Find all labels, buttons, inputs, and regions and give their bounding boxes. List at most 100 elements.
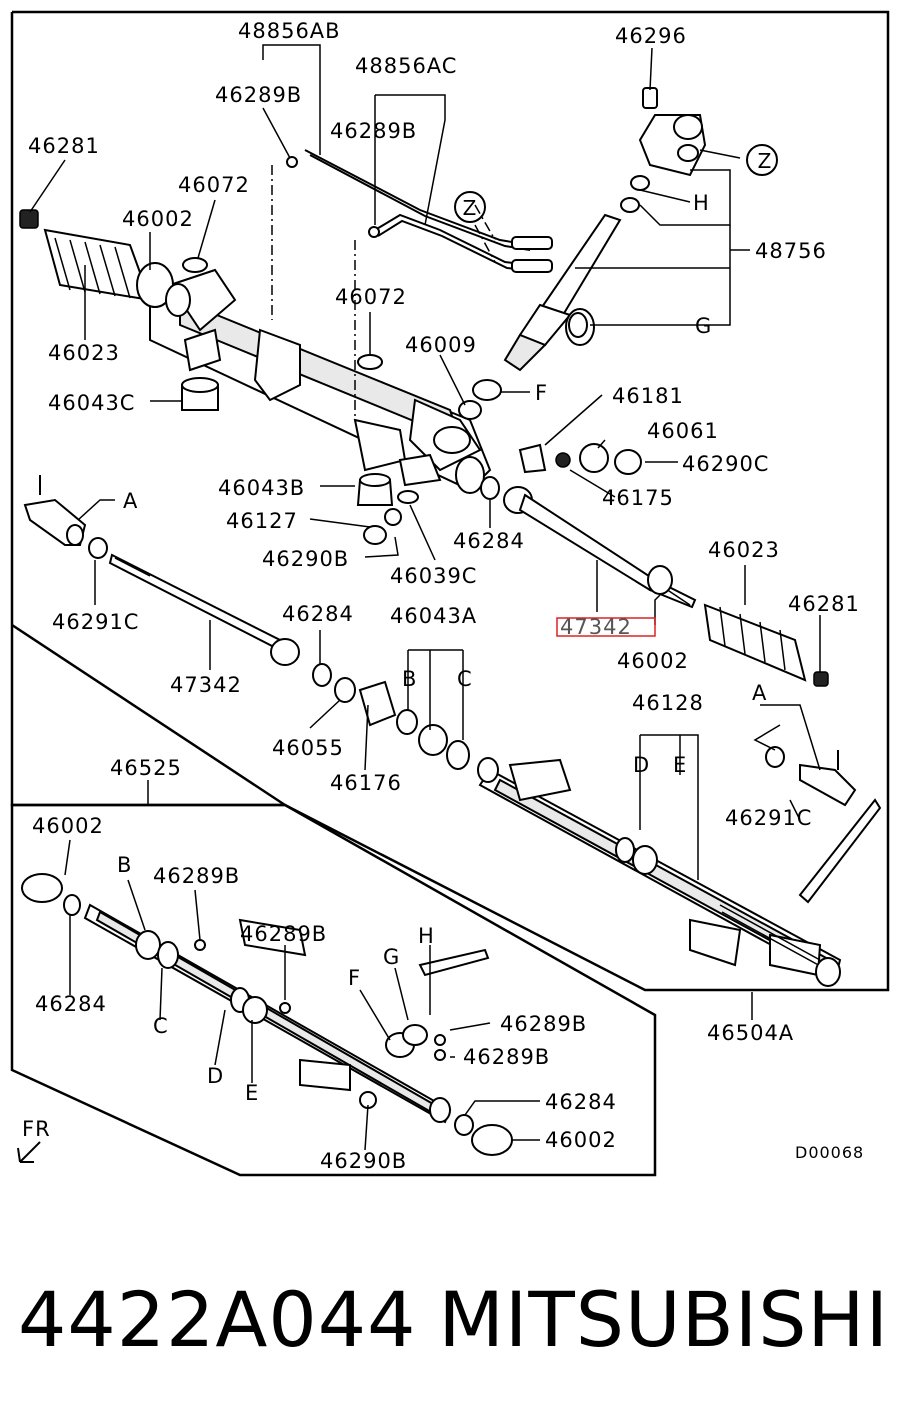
bushing-46127 bbox=[363, 525, 387, 545]
nut-46291c-left bbox=[88, 537, 108, 559]
leader-lines bbox=[29, 44, 821, 1151]
label-46291c: 46291C bbox=[725, 806, 812, 830]
nut-46281-right bbox=[813, 671, 829, 687]
tie-rod-end-right bbox=[765, 746, 857, 807]
label-z: Z bbox=[463, 196, 478, 220]
label-a: A bbox=[123, 489, 138, 513]
label-46002: 46002 bbox=[617, 649, 689, 673]
label-b: B bbox=[117, 853, 132, 877]
ring-b-upper bbox=[396, 709, 418, 735]
label-46525: 46525 bbox=[110, 756, 182, 780]
label-48856ac: 48856AC bbox=[355, 54, 457, 78]
label-e: E bbox=[245, 1081, 259, 1105]
label-46289b: 46289B bbox=[153, 864, 240, 888]
label-46043a: 46043A bbox=[390, 604, 477, 628]
label-a: A bbox=[752, 681, 767, 705]
label-46296: 46296 bbox=[615, 24, 687, 48]
label-e: E bbox=[673, 753, 687, 777]
inset-frame bbox=[10, 803, 657, 1177]
label-46055: 46055 bbox=[272, 736, 344, 760]
label-c: C bbox=[457, 667, 473, 691]
clamp-46002-inset-left bbox=[21, 873, 63, 903]
tie-rod-left bbox=[108, 553, 300, 666]
washer-46284-b bbox=[312, 663, 332, 687]
label-46289b: 46289B bbox=[240, 922, 327, 946]
label-46009: 46009 bbox=[405, 333, 477, 357]
label-46043b: 46043B bbox=[218, 476, 305, 500]
label-46289b: 46289B bbox=[463, 1045, 550, 1069]
label-g: G bbox=[695, 314, 712, 338]
label-b: B bbox=[402, 667, 417, 691]
yoke-46061 bbox=[579, 443, 609, 473]
label-h: H bbox=[693, 191, 710, 215]
label-d: D bbox=[207, 1064, 224, 1088]
label-46290b: 46290B bbox=[320, 1149, 407, 1173]
label-fr: FR bbox=[22, 1117, 51, 1141]
label-46504a: 46504A bbox=[707, 1021, 794, 1045]
label-46289b: 46289B bbox=[500, 1012, 587, 1036]
bushing-46176 bbox=[358, 680, 397, 727]
rack-46525 bbox=[83, 903, 490, 1124]
clamp-46002-inset-right bbox=[471, 1124, 513, 1156]
label-46023: 46023 bbox=[48, 341, 120, 365]
label-46127: 46127 bbox=[226, 509, 298, 533]
diagram-code: D00068 bbox=[795, 1143, 864, 1162]
nut-46290c bbox=[614, 449, 642, 475]
label-46039c: 46039C bbox=[390, 564, 477, 588]
plug-46181 bbox=[518, 443, 547, 474]
ring-46043a bbox=[418, 724, 448, 756]
pipes bbox=[286, 149, 553, 273]
snap-ring-46055 bbox=[334, 677, 356, 703]
washer-46284-inset-right bbox=[454, 1114, 474, 1136]
seal-46009 bbox=[458, 400, 482, 420]
label-d: D bbox=[633, 753, 650, 777]
label-h: H bbox=[418, 924, 435, 948]
brand-name: MITSUBISHI bbox=[438, 1275, 889, 1364]
clamp-46002-right bbox=[647, 565, 673, 595]
spring-46175 bbox=[555, 452, 571, 468]
label-46176: 46176 bbox=[330, 771, 402, 795]
label-46175: 46175 bbox=[602, 486, 674, 510]
washer-46039c bbox=[397, 490, 419, 504]
caption: 4422A044 MITSUBISHI bbox=[0, 1265, 909, 1375]
boot-left-upper bbox=[43, 228, 191, 317]
label-f: F bbox=[535, 381, 548, 405]
label-48856ab: 48856AB bbox=[238, 19, 341, 43]
label-48756: 48756 bbox=[755, 239, 827, 263]
label-46281: 46281 bbox=[788, 592, 860, 616]
bracket-46296 bbox=[638, 87, 707, 177]
washer-46284-inset-left bbox=[63, 894, 81, 916]
frame-diagonal bbox=[11, 623, 286, 807]
tie-rod-end-left bbox=[23, 475, 87, 546]
mount-46043b-top bbox=[359, 473, 391, 487]
label-46002: 46002 bbox=[545, 1128, 617, 1152]
z-circle-a bbox=[454, 191, 486, 223]
part-labels: 48856AB 48856AC 46296 46289B 46289B 4628… bbox=[22, 19, 864, 1173]
mount-46043c-top bbox=[181, 377, 219, 393]
label-46284: 46284 bbox=[545, 1090, 617, 1114]
label-46281: 46281 bbox=[28, 134, 100, 158]
part-number: 4422A044 bbox=[18, 1275, 417, 1364]
label-46002: 46002 bbox=[32, 814, 104, 838]
label-46023: 46023 bbox=[708, 538, 780, 562]
washer-46072-b bbox=[357, 354, 383, 370]
label-46002: 46002 bbox=[122, 207, 194, 231]
label-46289b: 46289B bbox=[215, 83, 302, 107]
nut-46290b bbox=[384, 508, 402, 526]
label-46128: 46128 bbox=[632, 691, 704, 715]
label-46181: 46181 bbox=[612, 384, 684, 408]
label-z: Z bbox=[758, 149, 773, 173]
label-46072: 46072 bbox=[178, 173, 250, 197]
highlight-box-47342 bbox=[556, 617, 656, 637]
label-46284: 46284 bbox=[453, 529, 525, 553]
main-frame bbox=[10, 10, 890, 992]
label-f: F bbox=[348, 966, 361, 990]
label-46290c: 46290C bbox=[682, 452, 769, 476]
label-46061: 46061 bbox=[647, 419, 719, 443]
label-46072: 46072 bbox=[335, 285, 407, 309]
label-46043c: 46043C bbox=[48, 391, 135, 415]
label-c: C bbox=[153, 1014, 169, 1038]
label-47342-highlighted: 47342 bbox=[560, 615, 632, 639]
fr-arrow-icon bbox=[17, 1141, 41, 1163]
